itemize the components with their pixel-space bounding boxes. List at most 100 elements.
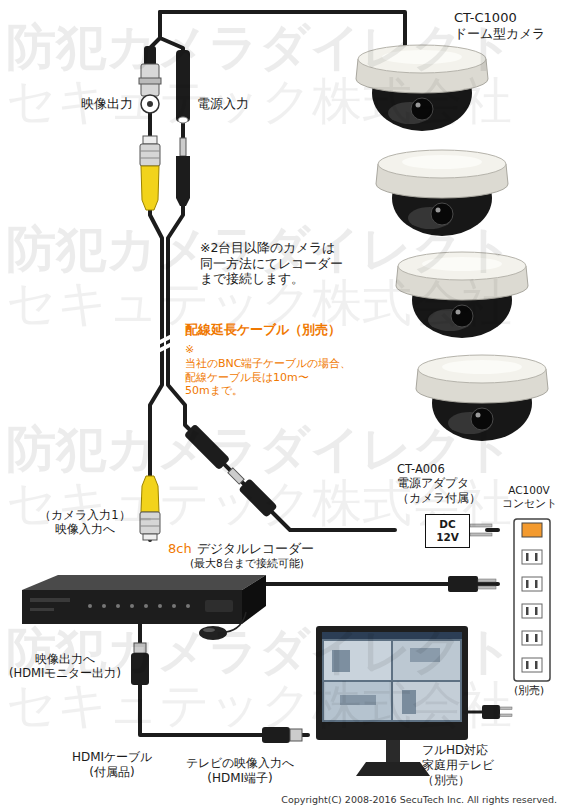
outlet-socket (522, 523, 542, 537)
text-slot: CT-C1000 ドーム型カメラ (454, 10, 545, 43)
cable-connector (150, 12, 345, 540)
outlet-note: (別売) (514, 684, 544, 697)
recorder-panel (205, 600, 233, 612)
plug-prong (500, 707, 512, 710)
recorder-button (158, 604, 162, 608)
outlet-socket (522, 550, 542, 564)
dc-plug (238, 478, 278, 518)
label-slot: HDMIケーブル (付属品) (72, 750, 152, 780)
power-plug (482, 705, 500, 719)
label-slot: 防犯カメラダイレクト (6, 16, 514, 79)
text-slot: AC100V コンセント (502, 484, 557, 510)
hdmi-plug (262, 727, 290, 743)
channel-count: 8ch (168, 541, 192, 557)
connector-label: （カメラ入力1） 映像入力へ (39, 508, 130, 537)
cable-connector (487, 528, 498, 532)
cable-note: ※当社のBNC端子ケーブルの場合、 配線ケーブル長は10m〜50mまで。 (185, 343, 351, 398)
connector-label: 映像出力へ (HDMIモニター出力) (9, 652, 121, 681)
socket-slot (526, 553, 529, 561)
label-slot: 映像出力 (81, 96, 133, 112)
tv-screen (322, 632, 462, 722)
label-slot: セキュテック株式会社 (6, 674, 512, 737)
bnc-male (140, 512, 160, 534)
bnc-knurl (140, 526, 160, 527)
recorder-slot (30, 608, 54, 611)
hdmi-cord (138, 624, 142, 642)
bnc-knurl (140, 151, 160, 152)
outlet-box: AC100V コンセント (別売) (498, 482, 560, 702)
plug-prong (478, 579, 496, 582)
recorder-button (144, 604, 148, 608)
bnc-yellow-boot (141, 166, 159, 210)
label-slot: ※2台目以降のカメラは 同一方法にてレコーダー まで接続します。 (200, 240, 343, 287)
bnc-socket (141, 95, 159, 113)
outlet-strip (514, 519, 550, 681)
outlet-socket (522, 658, 542, 672)
hdmi-tip (290, 729, 302, 741)
recorder-button (130, 604, 134, 608)
connector-label: 電源入力 (197, 96, 249, 112)
tv-name: フルHD対応 家庭用テレビ（別売） (422, 743, 494, 788)
watermark: 防犯カメラダイレクト (6, 16, 514, 79)
bnc-pin (143, 534, 157, 540)
socket-slot (526, 580, 529, 588)
tv-box: フルHD対応 家庭用テレビ（別売） (308, 622, 552, 792)
socket-slot (526, 634, 529, 642)
text-slot: 8ch (168, 541, 192, 557)
screen-view (324, 682, 391, 720)
bnc-pin (143, 136, 157, 144)
recorder-top (22, 575, 266, 590)
socket-slot (526, 661, 529, 669)
tv-stand (386, 740, 400, 762)
recorder-box: 8ch デジタルレコーダー(最大8台まで接続可能) (18, 540, 330, 642)
adapter-body: DC 12V (425, 514, 470, 548)
socket-slot (535, 634, 538, 642)
recorder-button (88, 604, 92, 608)
adapter-name: CT-A006 電源アダプタ （カメラ付属） (397, 462, 481, 505)
camera-pigtail (345, 12, 405, 50)
bnc-male (140, 144, 160, 166)
screen-detail (340, 695, 376, 705)
recorder-button (116, 604, 120, 608)
dc-jack (176, 50, 190, 122)
screen-detail (402, 690, 416, 714)
outlet-socket (522, 631, 542, 645)
plug-prong (470, 533, 492, 536)
bnc-ring (139, 78, 161, 84)
text-slot: デジタルレコーダー (197, 541, 314, 557)
screen-view (393, 682, 460, 720)
recorder-button (186, 604, 190, 608)
dc-jack-hole (178, 117, 188, 123)
plug-prong (500, 714, 512, 717)
camera-box: CT-C1000 ドーム型カメラ (345, 4, 551, 130)
text-slot: CT-A006 電源アダプタ （カメラ付属） (397, 462, 481, 505)
adapter-rating: DC 12V (436, 518, 459, 544)
recorder-front (22, 590, 242, 624)
cable-connector (140, 642, 308, 735)
connector-label: 映像出力 (81, 96, 133, 112)
outlet-name: AC100V コンセント (502, 484, 557, 510)
plug-prong (478, 586, 496, 589)
dome-camera (396, 252, 528, 338)
adapter-box: CT-A006 電源アダプタ （カメラ付属） DC 12V (395, 462, 487, 553)
text-slot: (別売) (514, 684, 544, 697)
label-slot: ※当社のBNC端子ケーブルの場合、 配線ケーブル長は10m〜50mまで。 (185, 343, 351, 398)
dc-plug-pin (228, 468, 244, 484)
dc-jack (184, 424, 231, 471)
recorder-name: デジタルレコーダー (197, 541, 314, 557)
label-slot: テレビの映像入力へ (HDMI端子) (186, 756, 294, 786)
mouse-cord (226, 612, 246, 632)
cable-title: 配線延長ケーブル（別売） (185, 322, 341, 338)
socket-slot (535, 580, 538, 588)
screen-view (324, 641, 391, 680)
socket-slot (526, 607, 529, 615)
bnc-pin-hole (147, 101, 153, 107)
text-slot: (最大8台まで接続可能) (190, 557, 304, 570)
cable-break (150, 341, 178, 355)
hdmi-tip (134, 643, 146, 653)
note: ※2台目以降のカメラは 同一方法にてレコーダー まで接続します。 (200, 240, 343, 287)
label-slot: Copyright(C) 2008-2016 SecuTech Inc. All… (281, 794, 557, 806)
label-slot: 映像出力へ (HDMIモニター出力) (9, 652, 121, 681)
